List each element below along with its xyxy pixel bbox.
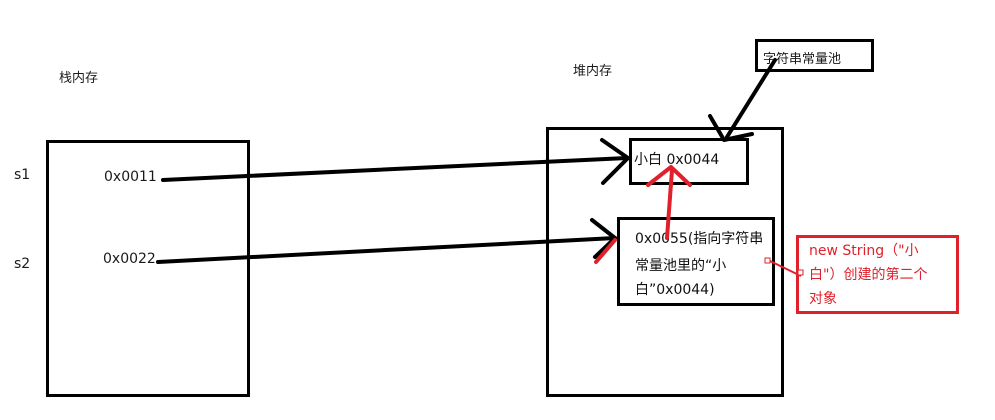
new-string-object-box: 0x0055(指向字符串 常量池里的“小 白”0x0044) [617,217,775,306]
s2-pointer-arrowhead [590,218,617,259]
annotation-line3: 对象 [809,291,837,307]
stack-memory-label: 栈内存 [59,71,99,86]
red-tick-mark [594,238,617,264]
s1-pointer-line [161,156,629,182]
s2-pointer-line [156,236,617,264]
annotation-connector-line [769,260,802,277]
pool-pointer-line [725,58,777,139]
variable-s2-label: s2 [14,256,31,272]
string-constant-pool-label: 字符串常量池 [763,52,842,67]
s1-address: 0x0011 [104,169,157,185]
stack-memory-box [46,140,250,397]
reference-arrow-line [665,168,674,240]
new-string-object-line3: 白”0x0044) [635,282,715,298]
variable-s1-label: s1 [14,167,31,183]
string-constant-pool-box: 字符串常量池 [755,39,874,72]
pool-pointer-arrowhead [708,114,754,142]
annotation-connector-handle-left [764,257,771,264]
heap-memory-label: 堆内存 [573,64,613,79]
s2-address: 0x0022 [103,251,156,267]
annotation-line2: 白"）创建的第二个 [809,267,928,283]
heap-memory-box [546,127,784,397]
new-string-object-line2: 常量池里的“小 [635,258,727,274]
annotation-line1: new String（"小 [809,243,919,259]
reference-arrowhead [646,165,692,187]
pool-string-object-text: 小白 0x0044 [634,152,720,168]
annotation-connector-handle-right [797,269,804,276]
annotation-box: new String（"小 白"）创建的第二个 对象 [796,235,959,314]
s1-pointer-arrowhead [600,138,630,185]
